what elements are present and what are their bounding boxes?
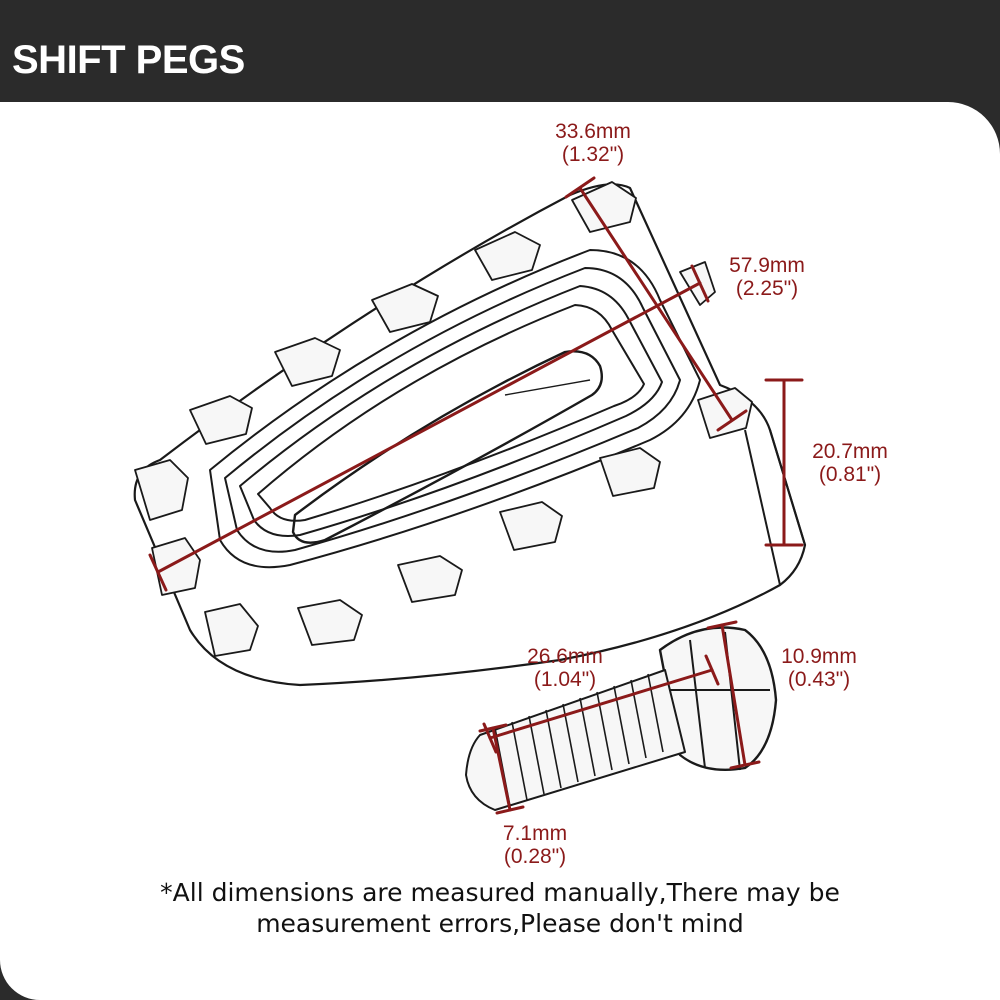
dim-metric: 57.9mm — [729, 254, 805, 277]
peg-tooth — [697, 387, 753, 439]
dim-imperial: (0.81") — [818, 463, 882, 486]
dim-label-bolt-thread: 7.1mm (0.28") — [480, 822, 590, 868]
peg-tooth — [134, 459, 189, 521]
dim-line-bolt-thread — [491, 726, 512, 812]
peg-tooth — [371, 283, 439, 333]
peg-slot — [291, 350, 603, 544]
disclaimer-line: *All dimensions are measured manually,Th… — [160, 878, 840, 907]
bolt-thread — [528, 715, 545, 795]
dim-imperial: (0.43") — [787, 668, 851, 691]
dim-tick — [478, 723, 508, 733]
peg-tooth — [474, 231, 541, 281]
page-title: SHIFT PEGS — [12, 38, 245, 82]
dim-metric: 33.6mm — [555, 120, 631, 143]
dim-label-bolt-head: 10.9mm (0.43") — [764, 645, 874, 691]
peg-groove — [239, 285, 663, 537]
dimension-lines — [148, 176, 804, 815]
dim-metric: 10.9mm — [781, 645, 857, 668]
dim-label-peg-length: 57.9mm (2.25") — [712, 254, 822, 300]
dim-imperial: (0.28") — [503, 845, 567, 868]
peg-tooth — [189, 395, 253, 445]
dim-imperial: (2.25") — [735, 277, 799, 300]
disclaimer-line: measurement errors,Please don't mind — [256, 909, 744, 938]
dim-tick — [495, 805, 525, 815]
dim-metric: 7.1mm — [502, 822, 568, 845]
peg-groove — [224, 267, 681, 553]
dim-tick — [706, 620, 738, 630]
peg-tooth — [274, 337, 341, 387]
dim-tick — [716, 409, 748, 432]
dim-line-bolt-head — [720, 623, 747, 767]
dim-metric: 26.6mm — [527, 645, 603, 668]
peg-teeth — [134, 181, 753, 657]
peg-tooth — [151, 537, 201, 596]
dim-tick — [729, 760, 761, 770]
dim-line-peg-width — [578, 186, 734, 422]
dim-label-peg-width: 33.6mm (1.32") — [538, 120, 648, 166]
peg-slot-shade — [504, 379, 591, 396]
dim-tick — [690, 264, 710, 303]
dim-tick — [704, 654, 720, 686]
peg-outline — [133, 183, 807, 687]
peg-tooth — [204, 603, 259, 657]
bolt-thread — [562, 703, 579, 783]
dim-imperial: (1.04") — [533, 668, 597, 691]
dim-line-peg-length — [156, 281, 702, 574]
dim-label-peg-height: 20.7mm (0.81") — [795, 440, 905, 486]
peg-groove — [209, 249, 701, 569]
dim-tick — [564, 176, 596, 199]
peg-tooth — [499, 501, 563, 551]
bolt-shank — [465, 669, 686, 811]
dim-imperial: (1.32") — [561, 143, 625, 166]
peg-tooth — [599, 447, 661, 497]
bolt-head — [658, 626, 778, 771]
dim-label-bolt-length: 26.6mm (1.04") — [510, 645, 620, 691]
dim-tick — [148, 553, 168, 592]
peg-tooth — [297, 599, 363, 646]
peg-groove — [257, 304, 645, 522]
bolt-thread — [511, 721, 528, 801]
disclaimer-note: *All dimensions are measured manually,Th… — [100, 877, 900, 939]
dim-line-bolt-length — [488, 668, 714, 740]
peg-side-face — [744, 429, 806, 586]
bolt-thread — [545, 709, 562, 789]
peg-tooth — [571, 181, 637, 233]
bolt-outline — [465, 626, 778, 811]
bolt-thread — [647, 673, 664, 753]
peg-tooth — [397, 555, 463, 603]
dim-metric: 20.7mm — [812, 440, 888, 463]
